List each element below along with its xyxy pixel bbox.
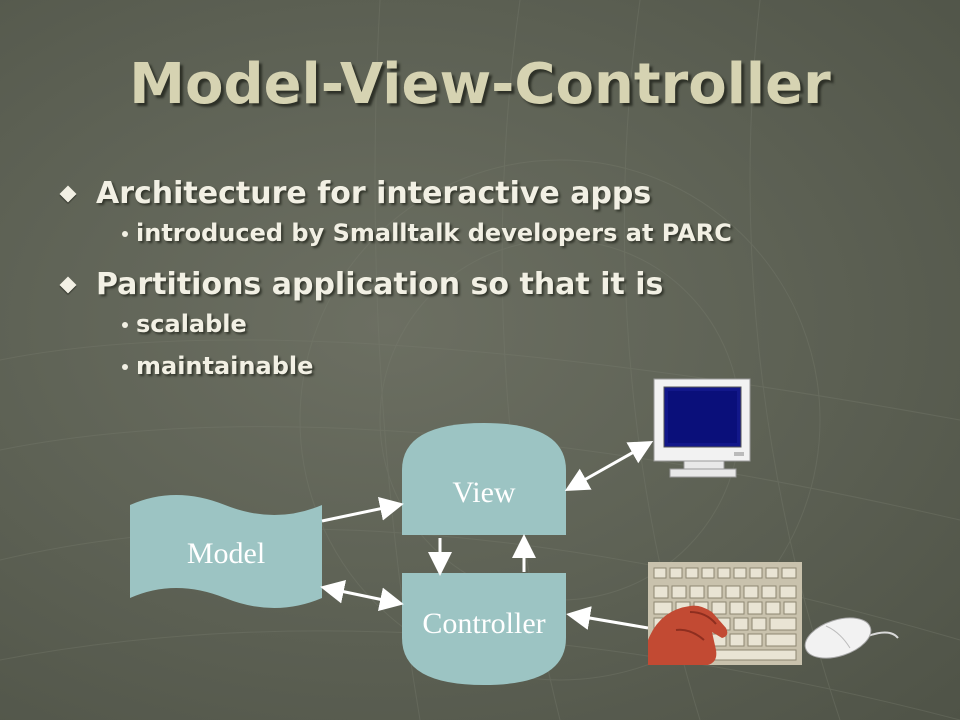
controller-box [402,573,566,685]
sub-bullet-text: introduced by Smalltalk developers at PA… [136,219,732,247]
sub-bullet-text: maintainable [136,352,314,380]
view-box [402,423,566,535]
bullet-text: Partitions application so that it is [96,267,664,302]
keyboard-controller-arrow [566,606,649,630]
view-label: View [452,476,516,509]
bullet-list: Architecture for interactive apps introd… [59,176,920,394]
sub-bullet-item: scalable [60,310,920,338]
model-to-view-arrow [321,496,404,523]
dot-bullet-icon [122,322,128,328]
view-monitor-arrow [564,441,654,491]
dot-bullet-icon [122,364,128,370]
model-box [130,495,322,608]
controller-label: Controller [422,607,546,640]
bullet-item: Partitions application so that it is [59,267,920,302]
bullet-text: Architecture for interactive apps [96,176,652,211]
sub-bullet-item: introduced by Smalltalk developers at PA… [60,219,920,247]
mouse-icon [804,617,899,659]
model-label: Model [186,537,266,570]
slide-title: Model-View-Controller [129,52,831,117]
model-controller-arrow [320,579,404,612]
sub-bullet-item: maintainable [60,352,920,380]
sub-bullet-text: scalable [136,310,247,338]
dot-bullet-icon [122,231,128,237]
bullet-item: Architecture for interactive apps [59,176,920,211]
keyboard-hand-icon [648,562,802,665]
monitor-icon [653,378,751,478]
